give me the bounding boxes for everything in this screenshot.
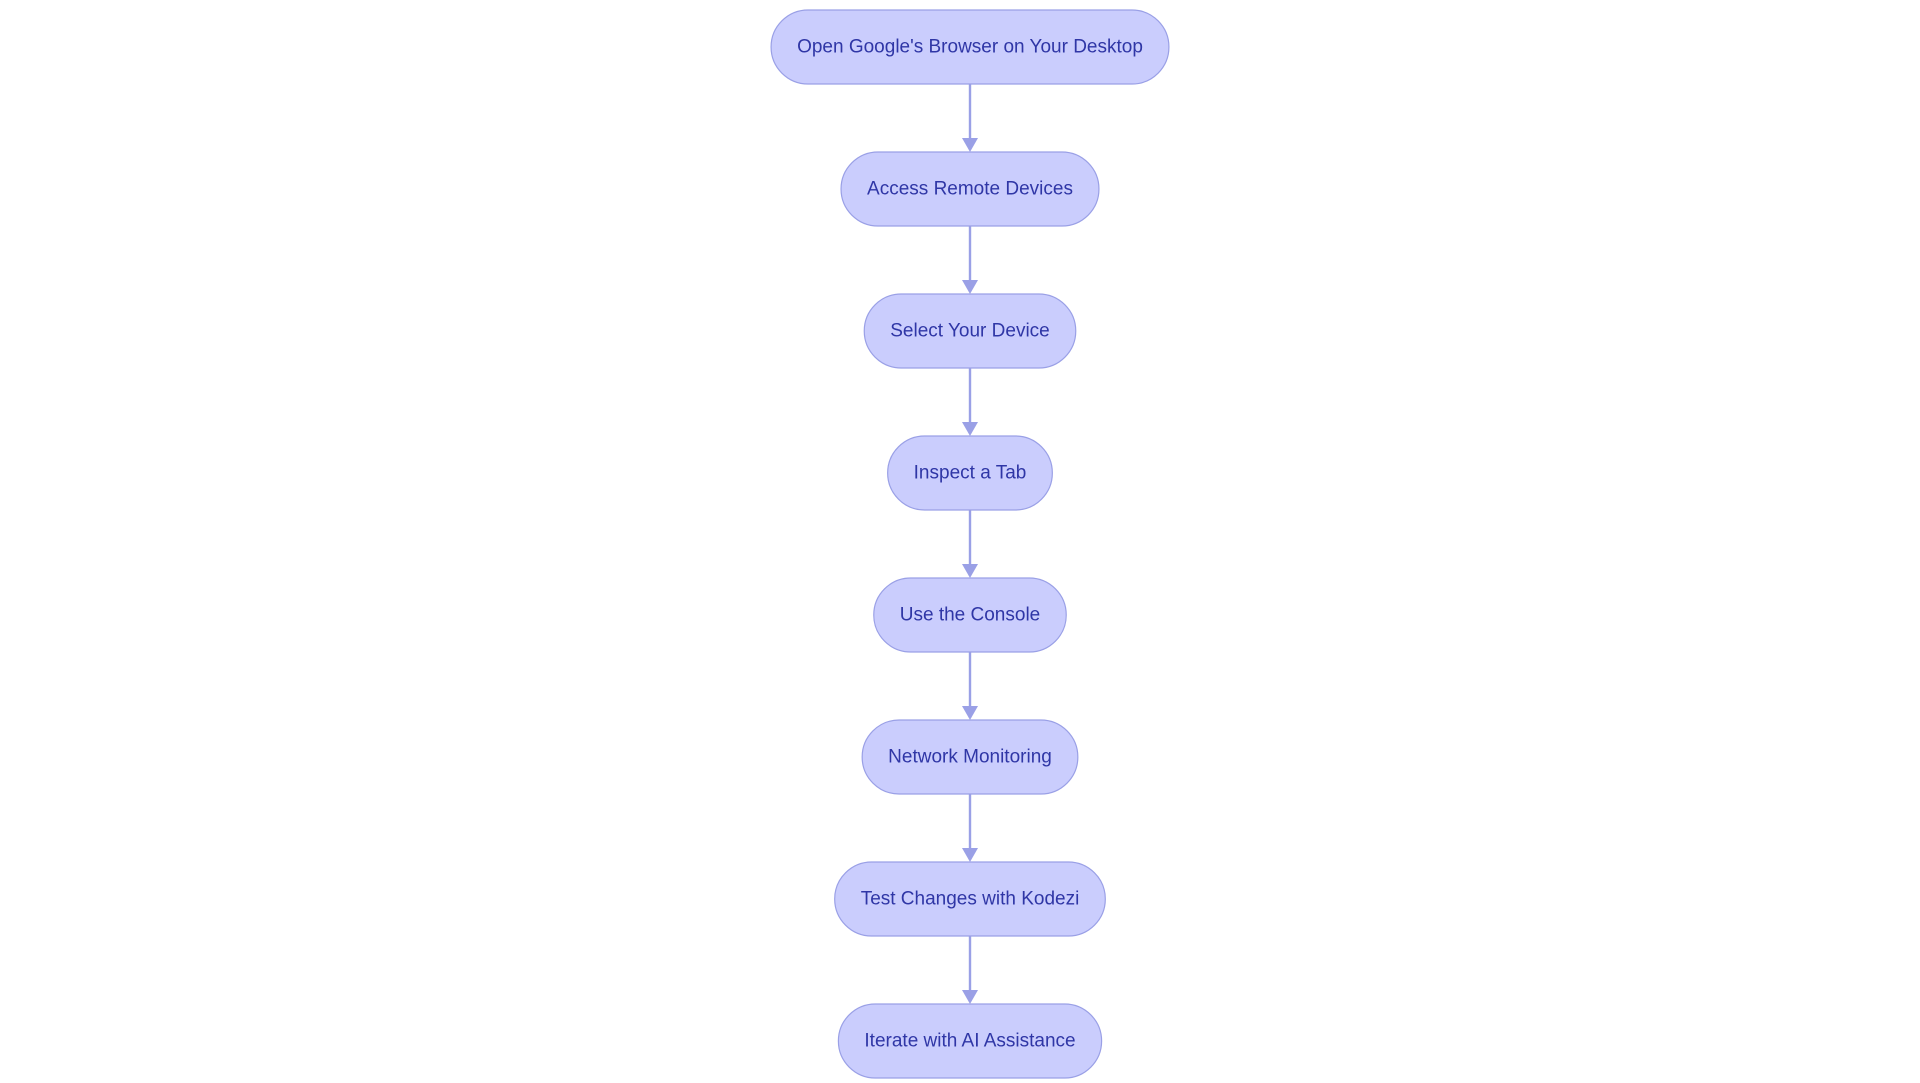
flow-node-select-device: Select Your Device (863, 293, 1077, 369)
flow-node-label: Open Google's Browser on Your Desktop (797, 37, 1143, 58)
flow-node-shape (840, 151, 1100, 227)
flow-node-label: Network Monitoring (888, 747, 1052, 768)
flow-node-label: Test Changes with Kodezi (861, 889, 1080, 910)
flow-node-shape (834, 861, 1106, 937)
flow-node-label: Select Your Device (890, 321, 1050, 342)
flow-edge-use-console-to-network-monitoring (962, 652, 978, 720)
flow-edge-open-browser-to-access-remote-devices (962, 84, 978, 152)
flow-node-open-browser: Open Google's Browser on Your Desktop (770, 9, 1170, 85)
flow-node-label: Access Remote Devices (867, 179, 1073, 200)
flow-node-shape (837, 1003, 1103, 1079)
arrowhead-icon (962, 422, 978, 436)
flow-edge-select-device-to-inspect-tab (962, 368, 978, 436)
arrowhead-icon (962, 138, 978, 152)
flow-node-network-monitoring: Network Monitoring (861, 719, 1079, 795)
flow-node-use-console: Use the Console (873, 577, 1067, 653)
flow-node-label: Use the Console (900, 605, 1040, 626)
arrowhead-icon (962, 848, 978, 862)
arrowhead-icon (962, 564, 978, 578)
flow-node-shape (861, 719, 1079, 795)
flow-edge-test-changes-kodezi-to-iterate-ai-assistance (962, 936, 978, 1004)
arrowhead-icon (962, 990, 978, 1004)
flow-node-shape (873, 577, 1067, 653)
flow-node-shape (887, 435, 1053, 511)
flow-edge-access-remote-devices-to-select-device (962, 226, 978, 294)
nodes-layer: Open Google's Browser on Your DesktopAcc… (770, 9, 1170, 1079)
arrowhead-icon (962, 706, 978, 720)
flow-node-label: Inspect a Tab (914, 463, 1027, 484)
flow-node-shape (770, 9, 1170, 85)
flow-node-test-changes-kodezi: Test Changes with Kodezi (834, 861, 1106, 937)
flow-node-shape (863, 293, 1077, 369)
flow-edge-inspect-tab-to-use-console (962, 510, 978, 578)
edges-layer (962, 84, 978, 1004)
flow-edge-network-monitoring-to-test-changes-kodezi (962, 794, 978, 862)
arrowhead-icon (962, 280, 978, 294)
flow-node-access-remote-devices: Access Remote Devices (840, 151, 1100, 227)
flow-node-label: Iterate with AI Assistance (864, 1031, 1075, 1052)
flow-node-iterate-ai-assistance: Iterate with AI Assistance (837, 1003, 1103, 1079)
flow-node-inspect-tab: Inspect a Tab (887, 435, 1053, 511)
